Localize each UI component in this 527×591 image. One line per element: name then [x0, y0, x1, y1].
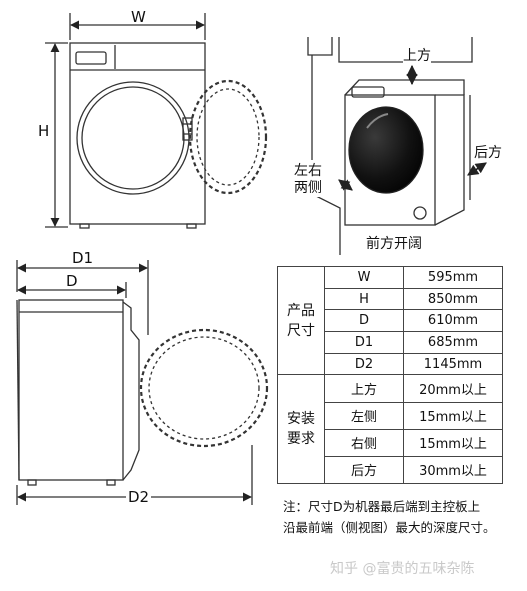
spec-category-size: 产品 尺寸: [277, 265, 325, 376]
front-porthole-outer: [76, 81, 190, 195]
spec-key: D2: [324, 352, 404, 376]
label-install-top: 上方: [403, 45, 431, 65]
spec-table: 产品 尺寸 W 595mm H 850mm D 610mm D1 685mm D…: [277, 265, 503, 485]
spec-value: 850mm: [403, 287, 503, 311]
spec-value: 15mm以上: [403, 428, 503, 457]
install-cabinet-left: [307, 37, 333, 56]
note-line-2: 沿最前端（侧视图）最大的深度尺寸。: [283, 520, 496, 535]
label-install-front: 前方开阔: [366, 236, 422, 252]
spec-value: 20mm以上: [403, 374, 503, 403]
dimension-note: 注：尺寸D为机器最后端到主控板上 沿最前端（侧视图）最大的深度尺寸。: [283, 496, 519, 538]
spec-value: 1145mm: [403, 352, 503, 376]
front-foot-right: [186, 223, 197, 229]
spec-value: 685mm: [403, 331, 503, 354]
install-machine-side: [434, 94, 465, 226]
table-row: 左侧 15mm以上: [278, 401, 503, 430]
install-back-clearance-arrow: [467, 162, 487, 176]
install-machine-front: [344, 94, 436, 226]
spec-key: D1: [324, 331, 404, 354]
table-row: 产品 尺寸 W 595mm: [277, 265, 503, 376]
label-install-back: 后方: [474, 145, 502, 161]
note-line-1: 注：尺寸D为机器最后端到主控板上: [283, 499, 481, 514]
front-foot-left: [79, 223, 90, 229]
install-machine-filter: [413, 206, 427, 220]
spec-category-install: 安装 要求: [277, 374, 325, 484]
label-install-sides-line2: 两侧: [294, 177, 322, 197]
spec-value: 610mm: [403, 309, 503, 333]
label-install-sides-line1: 左右: [294, 160, 322, 180]
spec-value: 595mm: [403, 266, 503, 289]
front-open-door-inner: [196, 88, 260, 186]
side-open-door-inner: [148, 336, 260, 440]
table-row: H 850mm: [278, 287, 503, 311]
install-wall-left: [311, 55, 341, 255]
side-open-door-outer: [139, 328, 269, 448]
spec-key: W: [324, 266, 404, 289]
front-body: [69, 42, 206, 225]
install-machine-door-glass: [348, 106, 424, 194]
spec-value: 30mm以上: [403, 455, 503, 485]
install-side-clearance-arrow: [338, 179, 353, 191]
front-porthole-inner: [81, 86, 185, 190]
table-row: D2 1145mm: [278, 352, 503, 376]
side-body: [18, 299, 124, 481]
table-row: 右侧 15mm以上: [278, 428, 503, 457]
label-w: W: [131, 8, 146, 26]
label-d1: D1: [72, 249, 94, 267]
side-foot-left: [27, 479, 37, 486]
spec-value: 15mm以上: [403, 401, 503, 430]
table-row: 安装 要求 上方 20mm以上: [277, 374, 503, 484]
spec-key: D: [324, 309, 404, 333]
front-door-hinge: [182, 117, 193, 141]
front-open-door-outer: [188, 79, 268, 195]
label-d2: D2: [126, 488, 152, 506]
spec-key: 左侧: [324, 401, 404, 430]
table-row: D 610mm: [278, 309, 503, 333]
label-h: H: [38, 122, 50, 140]
spec-key: 后方: [324, 455, 404, 485]
table-row: 后方 30mm以上: [278, 455, 503, 485]
spec-key: H: [324, 287, 404, 311]
side-door-profile: [122, 301, 140, 481]
spec-key: 右侧: [324, 428, 404, 457]
install-machine-panel: [351, 86, 385, 98]
label-d: D: [66, 272, 78, 290]
front-detergent-drawer: [75, 51, 107, 65]
side-foot-right: [106, 479, 116, 486]
watermark: 知乎 @富贵的五味杂陈: [330, 561, 475, 577]
spec-key: 上方: [324, 374, 404, 403]
